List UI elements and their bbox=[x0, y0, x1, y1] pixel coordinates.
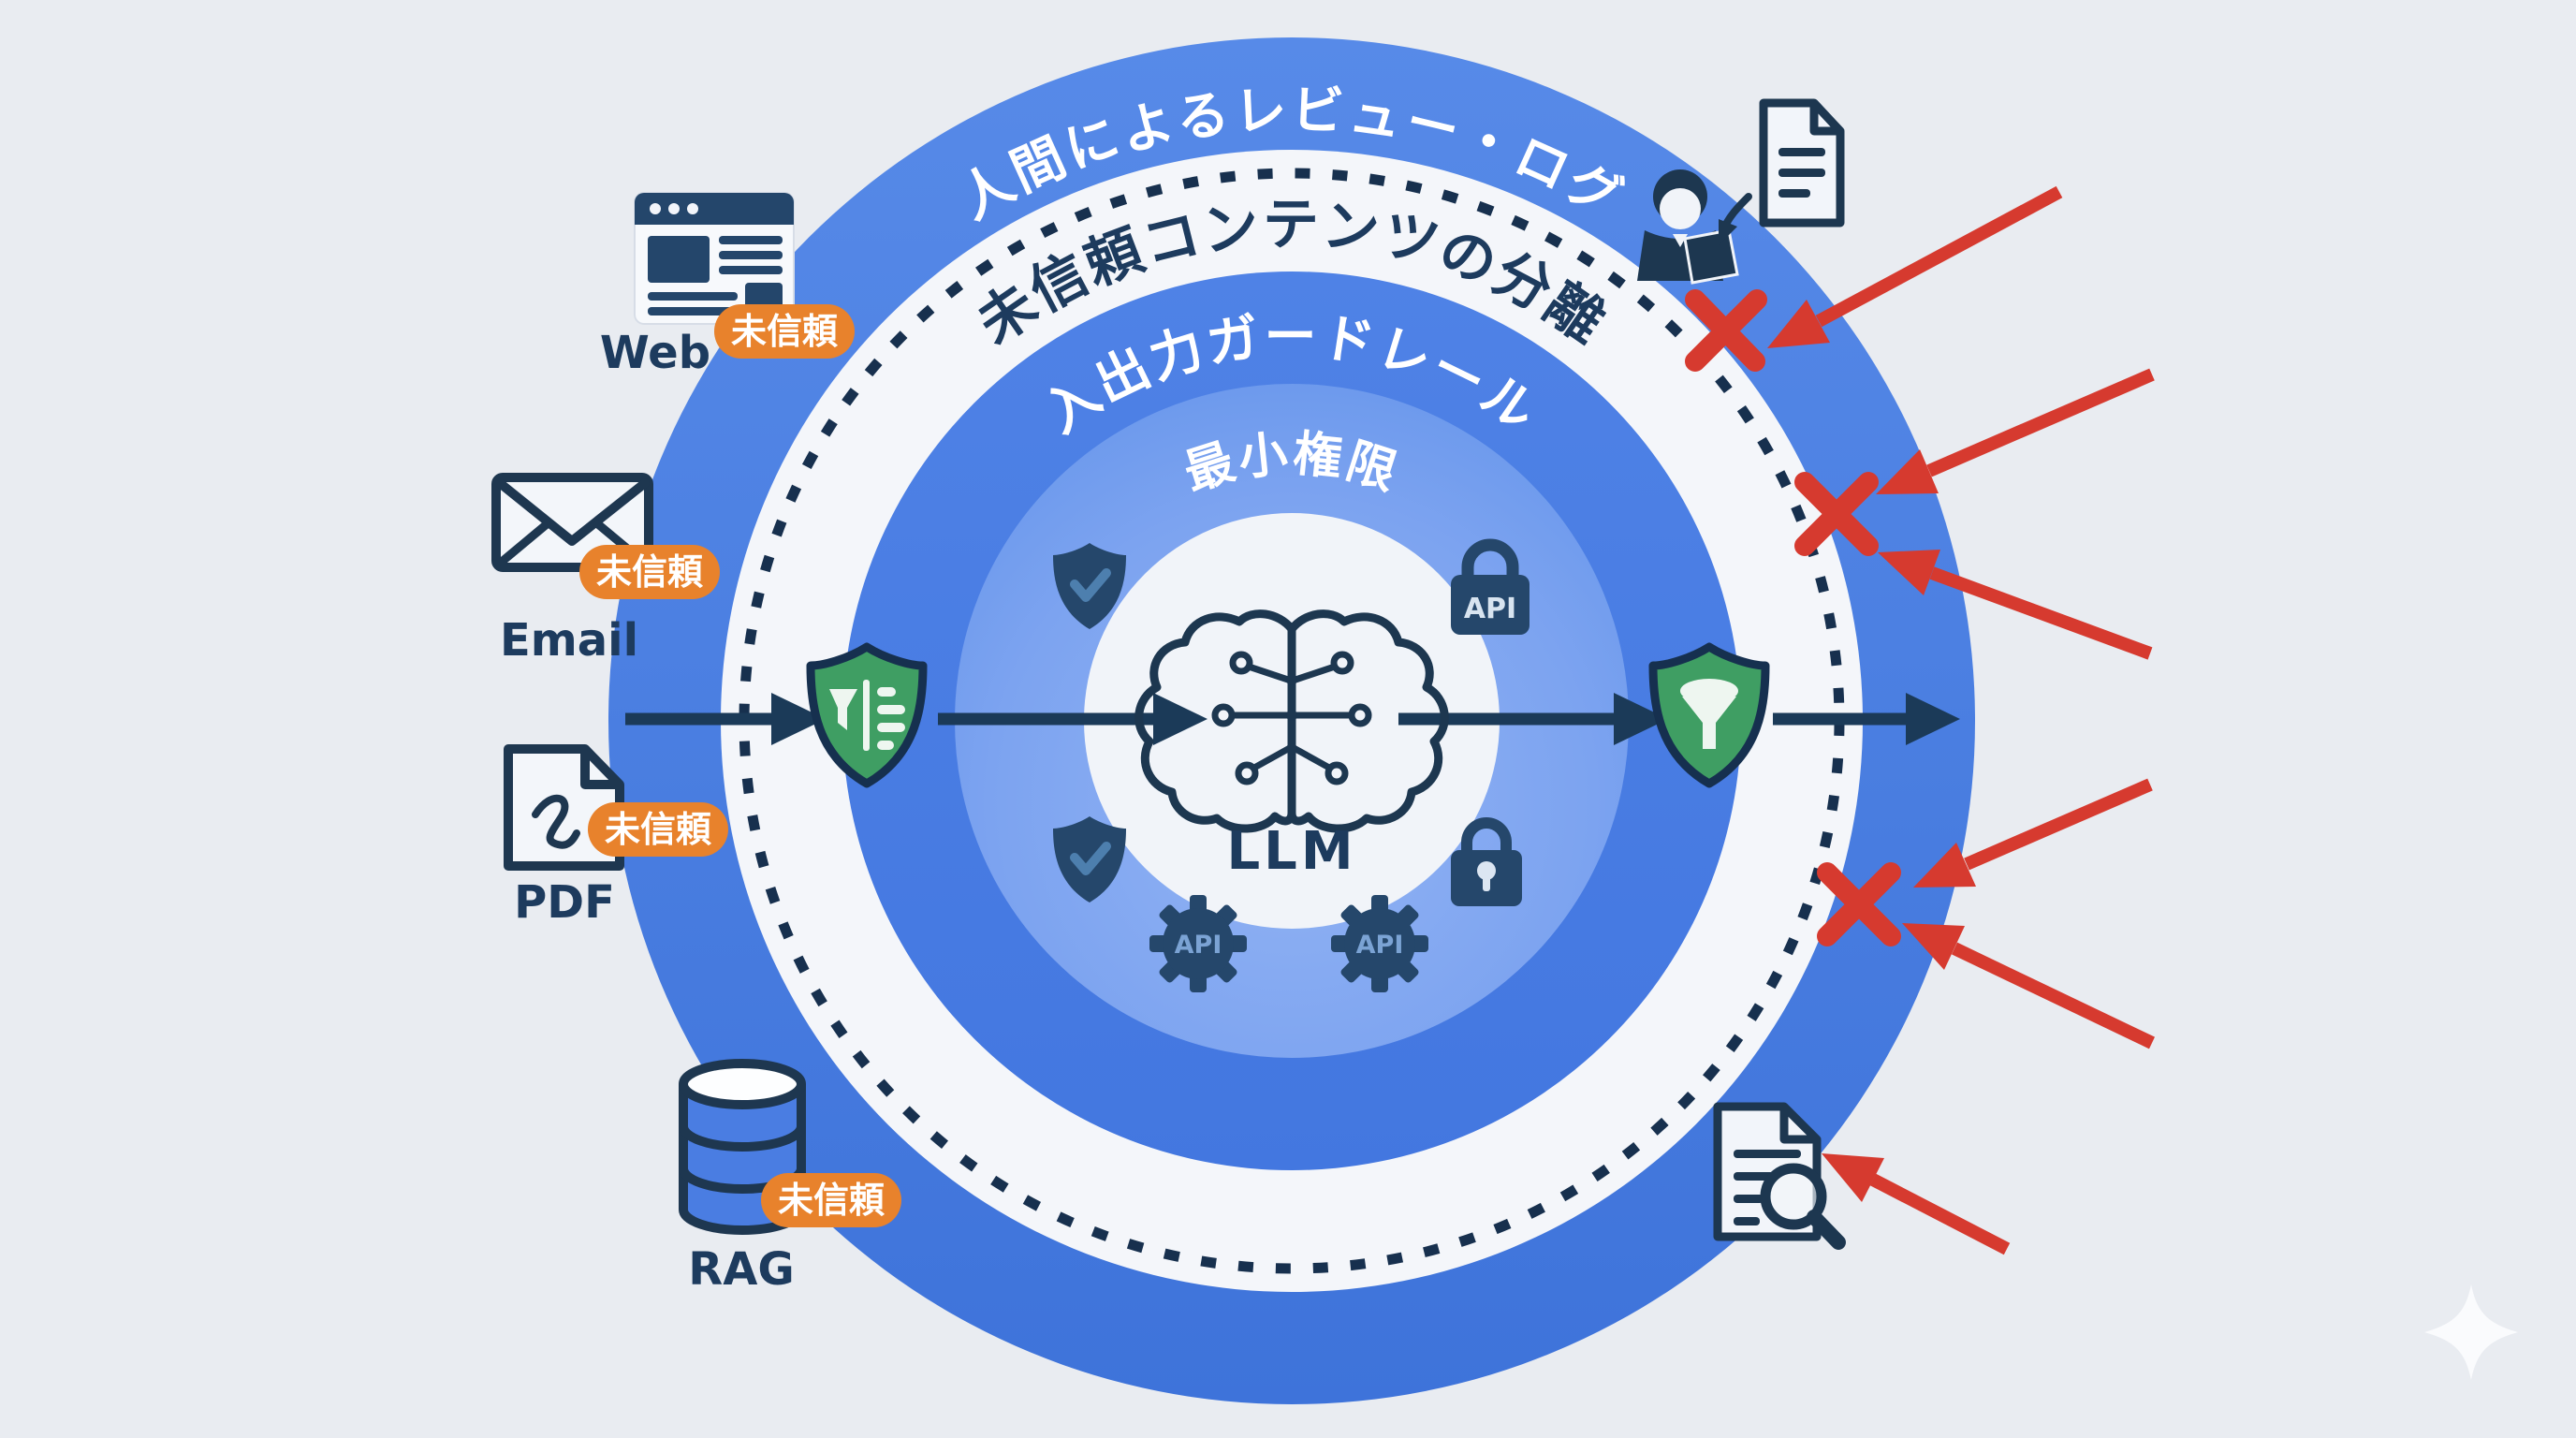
flow-arrowhead-4 bbox=[1906, 693, 1960, 745]
untrusted-badge-label: 未信頼 bbox=[596, 551, 704, 593]
untrusted-badge: 未信頼 bbox=[579, 545, 720, 599]
untrusted-badge-label: 未信頼 bbox=[778, 1180, 886, 1221]
source-web: Web 未信頼 bbox=[600, 192, 855, 379]
attack-arrow-icon bbox=[1878, 550, 2153, 660]
untrusted-badge: 未信頼 bbox=[761, 1173, 901, 1227]
llm-core: LLM bbox=[1134, 609, 1449, 882]
source-pdf-label: PDF bbox=[514, 876, 615, 929]
api-lock-label: API bbox=[1464, 593, 1516, 625]
shield-check-icon bbox=[1053, 816, 1126, 902]
curved-arrow-icon bbox=[1719, 193, 1752, 245]
review-output-icons bbox=[1637, 98, 1846, 1250]
source-rag: RAG 未信頼 bbox=[679, 1059, 901, 1296]
api-gear-label: API bbox=[1356, 931, 1404, 960]
document-icon bbox=[1759, 98, 1845, 227]
source-email-label: Email bbox=[500, 614, 638, 667]
blocked-x-icon bbox=[1685, 289, 1767, 372]
blocked-x-icon bbox=[1794, 472, 1879, 556]
blocked-x-icon bbox=[1817, 862, 1901, 946]
browser-icon bbox=[634, 192, 795, 325]
source-email: Email 未信頼 bbox=[491, 473, 720, 667]
inner-security-icons: API API bbox=[1053, 538, 1530, 992]
human-reviewer-laptop-icon bbox=[1637, 169, 1739, 285]
sparkle-icon bbox=[2424, 1284, 2518, 1380]
funnel-shield-icon bbox=[1648, 642, 1770, 788]
shield-check-icon bbox=[1053, 543, 1126, 629]
guardrail-shields bbox=[806, 642, 1770, 788]
api-gear-icon: API bbox=[1149, 895, 1247, 992]
source-web-label: Web bbox=[600, 327, 710, 379]
api-gear-label: API bbox=[1175, 931, 1222, 960]
flow-arrows bbox=[625, 693, 1960, 745]
attack-arrows bbox=[1685, 185, 2156, 1255]
untrusted-badge: 未信頼 bbox=[588, 802, 728, 857]
untrusted-sources: Web 未信頼 Email 未信頼 bbox=[491, 192, 901, 1296]
attack-arrow-icon bbox=[1822, 1153, 2011, 1255]
source-rag-label: RAG bbox=[688, 1243, 795, 1296]
attack-arrow-icon bbox=[1902, 923, 2156, 1049]
attack-arrow-icon bbox=[1913, 778, 2153, 888]
source-pdf: PDF 未信頼 bbox=[504, 744, 728, 929]
untrusted-badge-label: 未信頼 bbox=[605, 809, 712, 850]
padlock-icon bbox=[1451, 817, 1522, 906]
flow-arrowhead-2 bbox=[1153, 693, 1208, 745]
api-lock-icon: API bbox=[1451, 538, 1530, 635]
document-search-icon bbox=[1713, 1102, 1846, 1250]
flow-arrowhead-1 bbox=[771, 693, 826, 745]
flow-arrowhead-3 bbox=[1614, 693, 1668, 745]
attack-arrow-icon bbox=[1876, 368, 2155, 494]
untrusted-badge: 未信頼 bbox=[714, 304, 855, 359]
api-gear-icon: API bbox=[1331, 895, 1428, 992]
filter-shield-icon bbox=[806, 642, 928, 788]
llm-label: LLM bbox=[1226, 821, 1356, 882]
untrusted-badge-label: 未信頼 bbox=[731, 311, 839, 352]
brain-icon bbox=[1134, 609, 1449, 833]
attack-arrow-icon bbox=[1767, 185, 2063, 348]
